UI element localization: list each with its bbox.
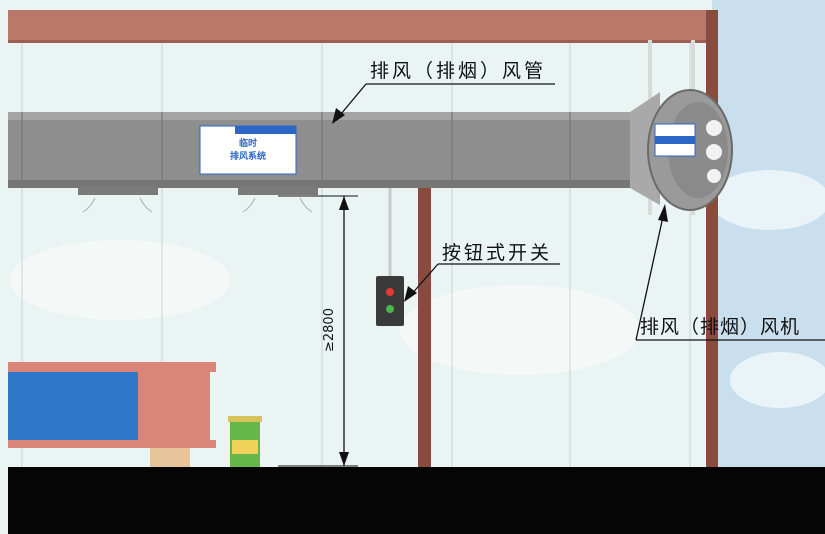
workbench-shelf <box>8 440 216 448</box>
fan-blade <box>706 144 722 160</box>
duct-grille <box>78 186 158 195</box>
duct-bottom-shade <box>8 180 638 188</box>
fan-label-text: 排风（排烟）风机 <box>640 316 801 338</box>
cloud <box>730 352 825 408</box>
steel-pillar <box>418 188 431 470</box>
height-dimension-label: ≥2800 <box>322 308 337 352</box>
workbench-panel <box>138 372 210 442</box>
airflow-lines <box>82 197 313 213</box>
floor <box>8 467 825 534</box>
fan-blade <box>707 169 721 183</box>
switch-green-button <box>386 305 394 313</box>
workbench-top <box>8 362 216 372</box>
duct-label: 排风（排烟）风管 <box>370 60 547 82</box>
bucket-label <box>232 440 258 454</box>
switch-leader <box>409 263 439 297</box>
duct-leader-arrow <box>332 108 345 124</box>
ceiling-beam-edge <box>8 40 710 43</box>
push-button-switch <box>376 276 404 326</box>
mist <box>10 240 230 320</box>
mist <box>400 285 640 375</box>
steel-pillar <box>706 10 718 470</box>
fan-leader <box>635 211 665 341</box>
duct-sign-header <box>235 126 296 134</box>
duct-top-highlight <box>8 112 638 120</box>
fan-blade <box>706 120 722 136</box>
workbench-side <box>8 372 144 442</box>
duct-seams <box>21 112 571 188</box>
fan-leader-arrow <box>658 204 668 222</box>
dimension-arrow-bottom <box>339 452 349 466</box>
switch-leader-arrow <box>404 286 417 302</box>
exhaust-duct <box>8 112 638 188</box>
duct-sign-line1: 临时 <box>238 139 257 149</box>
dimension-arrow-top <box>339 196 349 210</box>
workbench-leg <box>150 448 190 470</box>
duct-grille <box>238 186 318 195</box>
duct-sign-line2: 排风系统 <box>229 152 266 162</box>
bucket-lid <box>228 416 262 422</box>
fan-label-band <box>655 136 695 144</box>
switch-label: 按钮式开关 <box>442 242 553 264</box>
ceiling-beam <box>8 10 710 42</box>
switch-red-button <box>386 288 394 296</box>
cloud <box>710 170 825 230</box>
